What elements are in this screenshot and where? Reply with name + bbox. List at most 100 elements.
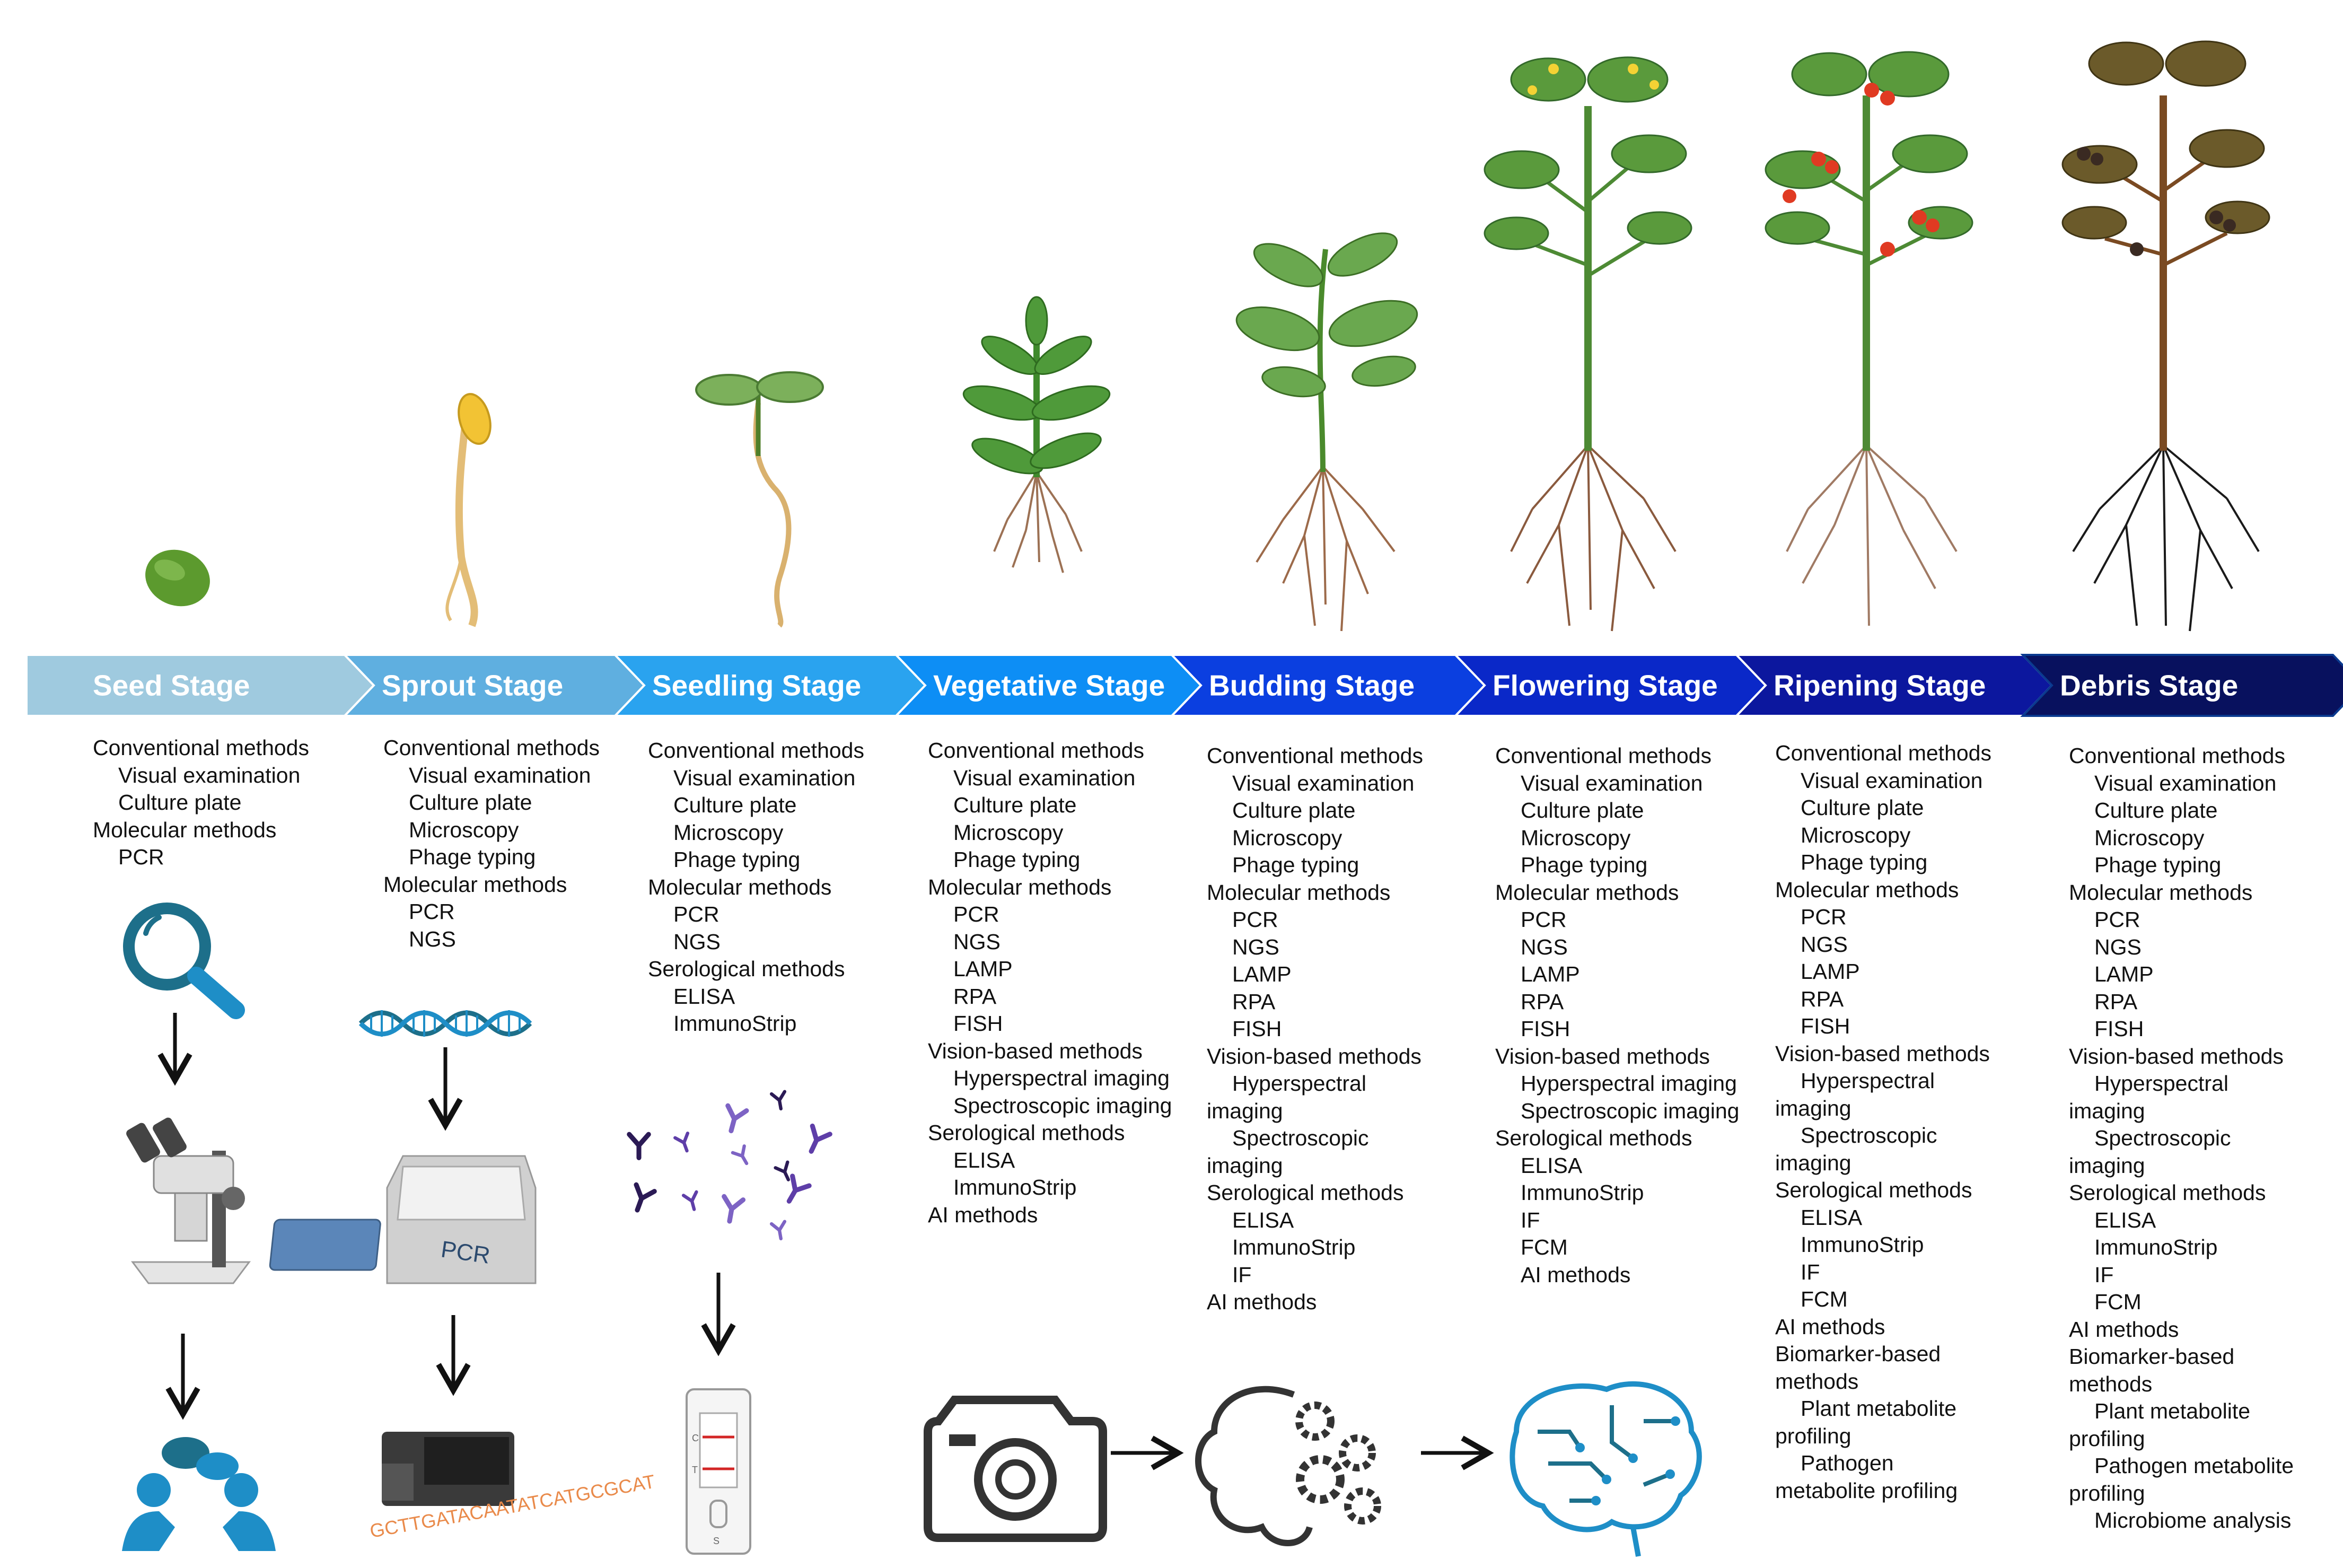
method-category: Conventional methods [928, 738, 1144, 763]
method-category: imaging [2069, 1098, 2145, 1123]
method-item: Phage typing [1521, 853, 1648, 877]
method-item: RPA [2094, 989, 2138, 1014]
method-item: PCR [1801, 905, 1847, 929]
flowering-plant-illustration [1484, 56, 1692, 632]
ripening-plant-illustration [1765, 51, 1973, 626]
method-item: Microscopy [2094, 825, 2205, 850]
method-item: Visual examination [673, 765, 856, 790]
method-category: methods [2069, 1371, 2153, 1396]
method-item: Culture plate [953, 793, 1077, 817]
method-item: Microbiome analysis [2094, 1508, 2292, 1532]
method-category: profiling [2069, 1426, 2145, 1451]
method-category: Molecular methods [383, 872, 567, 897]
method-item: RPA [1521, 989, 1564, 1014]
method-item: FISH [1801, 1014, 1850, 1038]
method-item: RPA [1232, 989, 1276, 1014]
method-item: NGS [953, 929, 1001, 954]
method-item: LAMP [1521, 962, 1580, 986]
method-category: Conventional methods [1207, 743, 1423, 768]
method-item: LAMP [953, 957, 1013, 981]
method-item: Phage typing [673, 847, 801, 872]
method-item: Microscopy [409, 817, 519, 842]
method-item: RPA [1801, 986, 1844, 1011]
method-category: Conventional methods [383, 735, 600, 760]
seedling-illustration [695, 371, 824, 628]
antibodies-icon [627, 1090, 832, 1241]
method-item: Culture plate [1521, 798, 1644, 822]
method-item: ImmunoStrip [2094, 1235, 2218, 1259]
method-item: LAMP [1232, 962, 1292, 986]
method-item: Microscopy [1232, 825, 1342, 850]
method-item: Hyperspectral [1801, 1068, 1935, 1093]
vegetative-plant-illustration [962, 296, 1111, 573]
method-item: Culture plate [118, 790, 242, 814]
method-item: Phage typing [409, 845, 536, 869]
method-category: imaging [1775, 1150, 1851, 1175]
method-category: Vision-based methods [928, 1038, 1143, 1063]
method-item: Phage typing [2094, 853, 2222, 877]
method-category: Molecular methods [1207, 880, 1391, 905]
method-item: FISH [1232, 1017, 1282, 1041]
method-item: PCR [409, 899, 455, 924]
method-item: NGS [673, 929, 721, 954]
strip-s-label: S [713, 1536, 719, 1546]
antibody-shape [673, 1132, 690, 1153]
method-category: methods [1775, 1369, 1859, 1394]
method-category: imaging [1207, 1098, 1283, 1123]
method-item: IF [1521, 1207, 1540, 1232]
method-item: Plant metabolite [2094, 1399, 2251, 1423]
method-item: Hyperspectral imaging [1521, 1071, 1737, 1096]
method-item: FISH [1521, 1017, 1570, 1041]
method-item: ImmunoStrip [953, 1175, 1077, 1199]
method-category: Biomarker-based [2069, 1344, 2235, 1369]
consultation-icon [122, 1437, 276, 1551]
method-item: Culture plate [409, 790, 532, 814]
method-item: Visual examination [1521, 770, 1703, 795]
magnifier-icon [123, 903, 245, 1019]
antibody-shape [681, 1190, 698, 1211]
method-category: Molecular methods [2069, 880, 2253, 905]
method-category: AI methods [1775, 1314, 1885, 1339]
method-item: ELISA [2094, 1207, 2156, 1232]
seed-illustration [145, 549, 210, 607]
antibody-shape [809, 1123, 832, 1154]
method-category: metabolite profiling [1775, 1478, 1958, 1503]
method-item: Microscopy [1521, 825, 1631, 850]
method-item: PCR [118, 845, 164, 869]
method-item: Spectroscopic imaging [1521, 1098, 1740, 1123]
method-category: imaging [2069, 1153, 2145, 1178]
method-category: AI methods [928, 1202, 1038, 1227]
method-category: Molecular methods [928, 874, 1112, 899]
stage-label-7: Ripening Stage [1774, 669, 1986, 702]
method-item: FCM [2094, 1290, 2142, 1314]
method-item: ELISA [1801, 1205, 1863, 1230]
method-item: LAMP [2094, 962, 2154, 986]
sequencer-icon: GCTTGATACAATATCATGCGCAT [368, 1432, 656, 1542]
debris-plant-illustration [2061, 40, 2270, 632]
method-category: imaging [1207, 1153, 1283, 1178]
budding-plant-illustration [1235, 232, 1418, 632]
method-category: imaging [1775, 1096, 1851, 1120]
method-item: Pathogen metabolite [2094, 1453, 2294, 1478]
method-item: Visual examination [1801, 768, 1983, 793]
method-item: IF [1801, 1259, 1820, 1284]
method-category: Conventional methods [2069, 743, 2285, 768]
method-category: Vision-based methods [2069, 1044, 2284, 1068]
method-item: Microscopy [673, 820, 784, 845]
stage-label-2: Sprout Stage [382, 669, 563, 702]
test-strip-icon: C T S [686, 1388, 751, 1555]
stage-label-1: Seed Stage [93, 669, 250, 702]
method-item: FISH [953, 1011, 1003, 1036]
method-item: RPA [953, 984, 997, 1009]
method-category: Vision-based methods [1495, 1044, 1710, 1068]
method-item: Visual examination [953, 765, 1136, 790]
method-category: Molecular methods [1495, 880, 1679, 905]
method-category: Conventional methods [648, 738, 864, 763]
method-item: ImmunoStrip [1801, 1232, 1924, 1257]
